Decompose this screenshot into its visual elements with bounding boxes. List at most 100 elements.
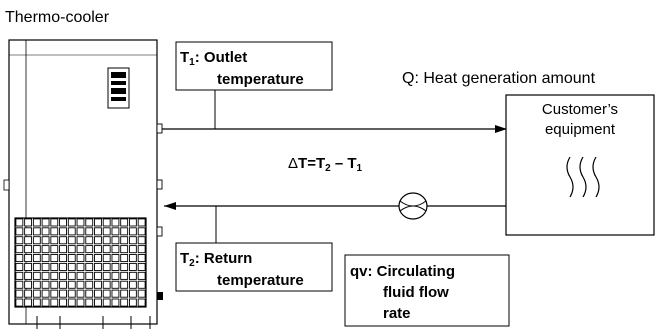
- vent-cell: [32, 298, 41, 307]
- vent-cell: [120, 227, 129, 236]
- vent-cell: [59, 218, 67, 227]
- vent-cell: [41, 227, 50, 236]
- vent-cell: [41, 262, 50, 271]
- vent-cell: [102, 227, 111, 236]
- vent-cell: [59, 280, 67, 289]
- vent-cell: [85, 236, 94, 245]
- vent-cell: [102, 298, 111, 307]
- side-ports: [156, 123, 163, 300]
- heat-waves-icon: [566, 156, 600, 198]
- vent-cell: [102, 254, 111, 263]
- vent-cell: [94, 298, 102, 307]
- vent-cell: [59, 289, 67, 298]
- vent-cell: [15, 271, 24, 280]
- vent-cell: [85, 262, 94, 271]
- vent-cell: [67, 289, 76, 298]
- vent-cell: [111, 227, 120, 236]
- vent-cell: [32, 254, 41, 263]
- vent-cell: [137, 289, 146, 298]
- vent-cell: [24, 227, 33, 236]
- vent-cell: [76, 236, 85, 245]
- vent-cell: [15, 245, 24, 254]
- vent-cell: [15, 254, 24, 263]
- vent-cell: [102, 236, 111, 245]
- vent-cell: [128, 298, 137, 307]
- vent-cell: [128, 289, 137, 298]
- vent-cell: [137, 236, 146, 245]
- control-panel: [107, 67, 130, 109]
- vent-cell: [24, 236, 33, 245]
- vent-cell: [111, 262, 120, 271]
- vent-cell: [24, 280, 33, 289]
- vent-cell: [85, 254, 94, 263]
- vent-cell: [67, 227, 76, 236]
- vent-cell: [111, 245, 120, 254]
- svg-text:fluid flow: fluid flow: [383, 284, 449, 301]
- vent-cell: [67, 254, 76, 263]
- vent-cell: [120, 236, 129, 245]
- vent-cell: [85, 271, 94, 280]
- vent-cell: [15, 218, 24, 227]
- vent-cell: [41, 254, 50, 263]
- vent-cell: [111, 236, 120, 245]
- vent-cell: [76, 262, 85, 271]
- equipment-label-line2: equipment: [545, 121, 616, 138]
- vent-cell: [50, 227, 59, 236]
- vent-cell: [32, 262, 41, 271]
- vent-cell: [94, 218, 102, 227]
- vent-cell: [50, 271, 59, 280]
- vent-cell: [41, 280, 50, 289]
- vent-cell: [120, 289, 129, 298]
- vent-cell: [102, 218, 111, 227]
- vent-cell: [120, 280, 129, 289]
- vent-cell: [41, 218, 50, 227]
- vent-cell: [50, 262, 59, 271]
- outlet-temperature-label: T1: Outlet temperature: [175, 41, 333, 91]
- return-temperature-label: T2: Return temperature: [175, 242, 333, 292]
- vent-cell: [128, 254, 137, 263]
- vent-cell: [59, 262, 67, 271]
- vent-cell: [94, 280, 102, 289]
- vent-cell: [120, 245, 129, 254]
- vent-cell: [50, 236, 59, 245]
- vent-cell: [15, 262, 24, 271]
- vent-cell: [111, 289, 120, 298]
- vent-cell: [76, 289, 85, 298]
- flowmeter-icon: [398, 192, 428, 220]
- vent-cell: [94, 245, 102, 254]
- vent-cell: [94, 227, 102, 236]
- vent-cell: [15, 236, 24, 245]
- vent-cell: [50, 298, 59, 307]
- vent-cell: [128, 236, 137, 245]
- vent-cell: [32, 289, 41, 298]
- vent-cell: [67, 218, 76, 227]
- vent-cell: [137, 227, 146, 236]
- vent-cell: [67, 236, 76, 245]
- customer-equipment: Customer’s equipment: [505, 94, 655, 236]
- vent-cell: [24, 262, 33, 271]
- vent-grille: [14, 217, 147, 308]
- return-flow-arrow: [164, 202, 506, 210]
- svg-text:temperature: temperature: [217, 71, 304, 88]
- vent-cell: [128, 227, 137, 236]
- vent-cell: [128, 280, 137, 289]
- vent-cell: [24, 289, 33, 298]
- vent-cell: [76, 298, 85, 307]
- vent-cell: [111, 271, 120, 280]
- vent-cell: [137, 271, 146, 280]
- vent-cell: [50, 289, 59, 298]
- vent-cell: [32, 227, 41, 236]
- vent-cell: [41, 245, 50, 254]
- vent-cell: [102, 289, 111, 298]
- vent-cell: [50, 280, 59, 289]
- vent-cell: [137, 280, 146, 289]
- vent-cell: [50, 218, 59, 227]
- vent-cell: [120, 262, 129, 271]
- vent-cell: [24, 245, 33, 254]
- vent-cell: [24, 298, 33, 307]
- vent-cell: [76, 218, 85, 227]
- vent-cell: [59, 245, 67, 254]
- vent-cell: [120, 218, 129, 227]
